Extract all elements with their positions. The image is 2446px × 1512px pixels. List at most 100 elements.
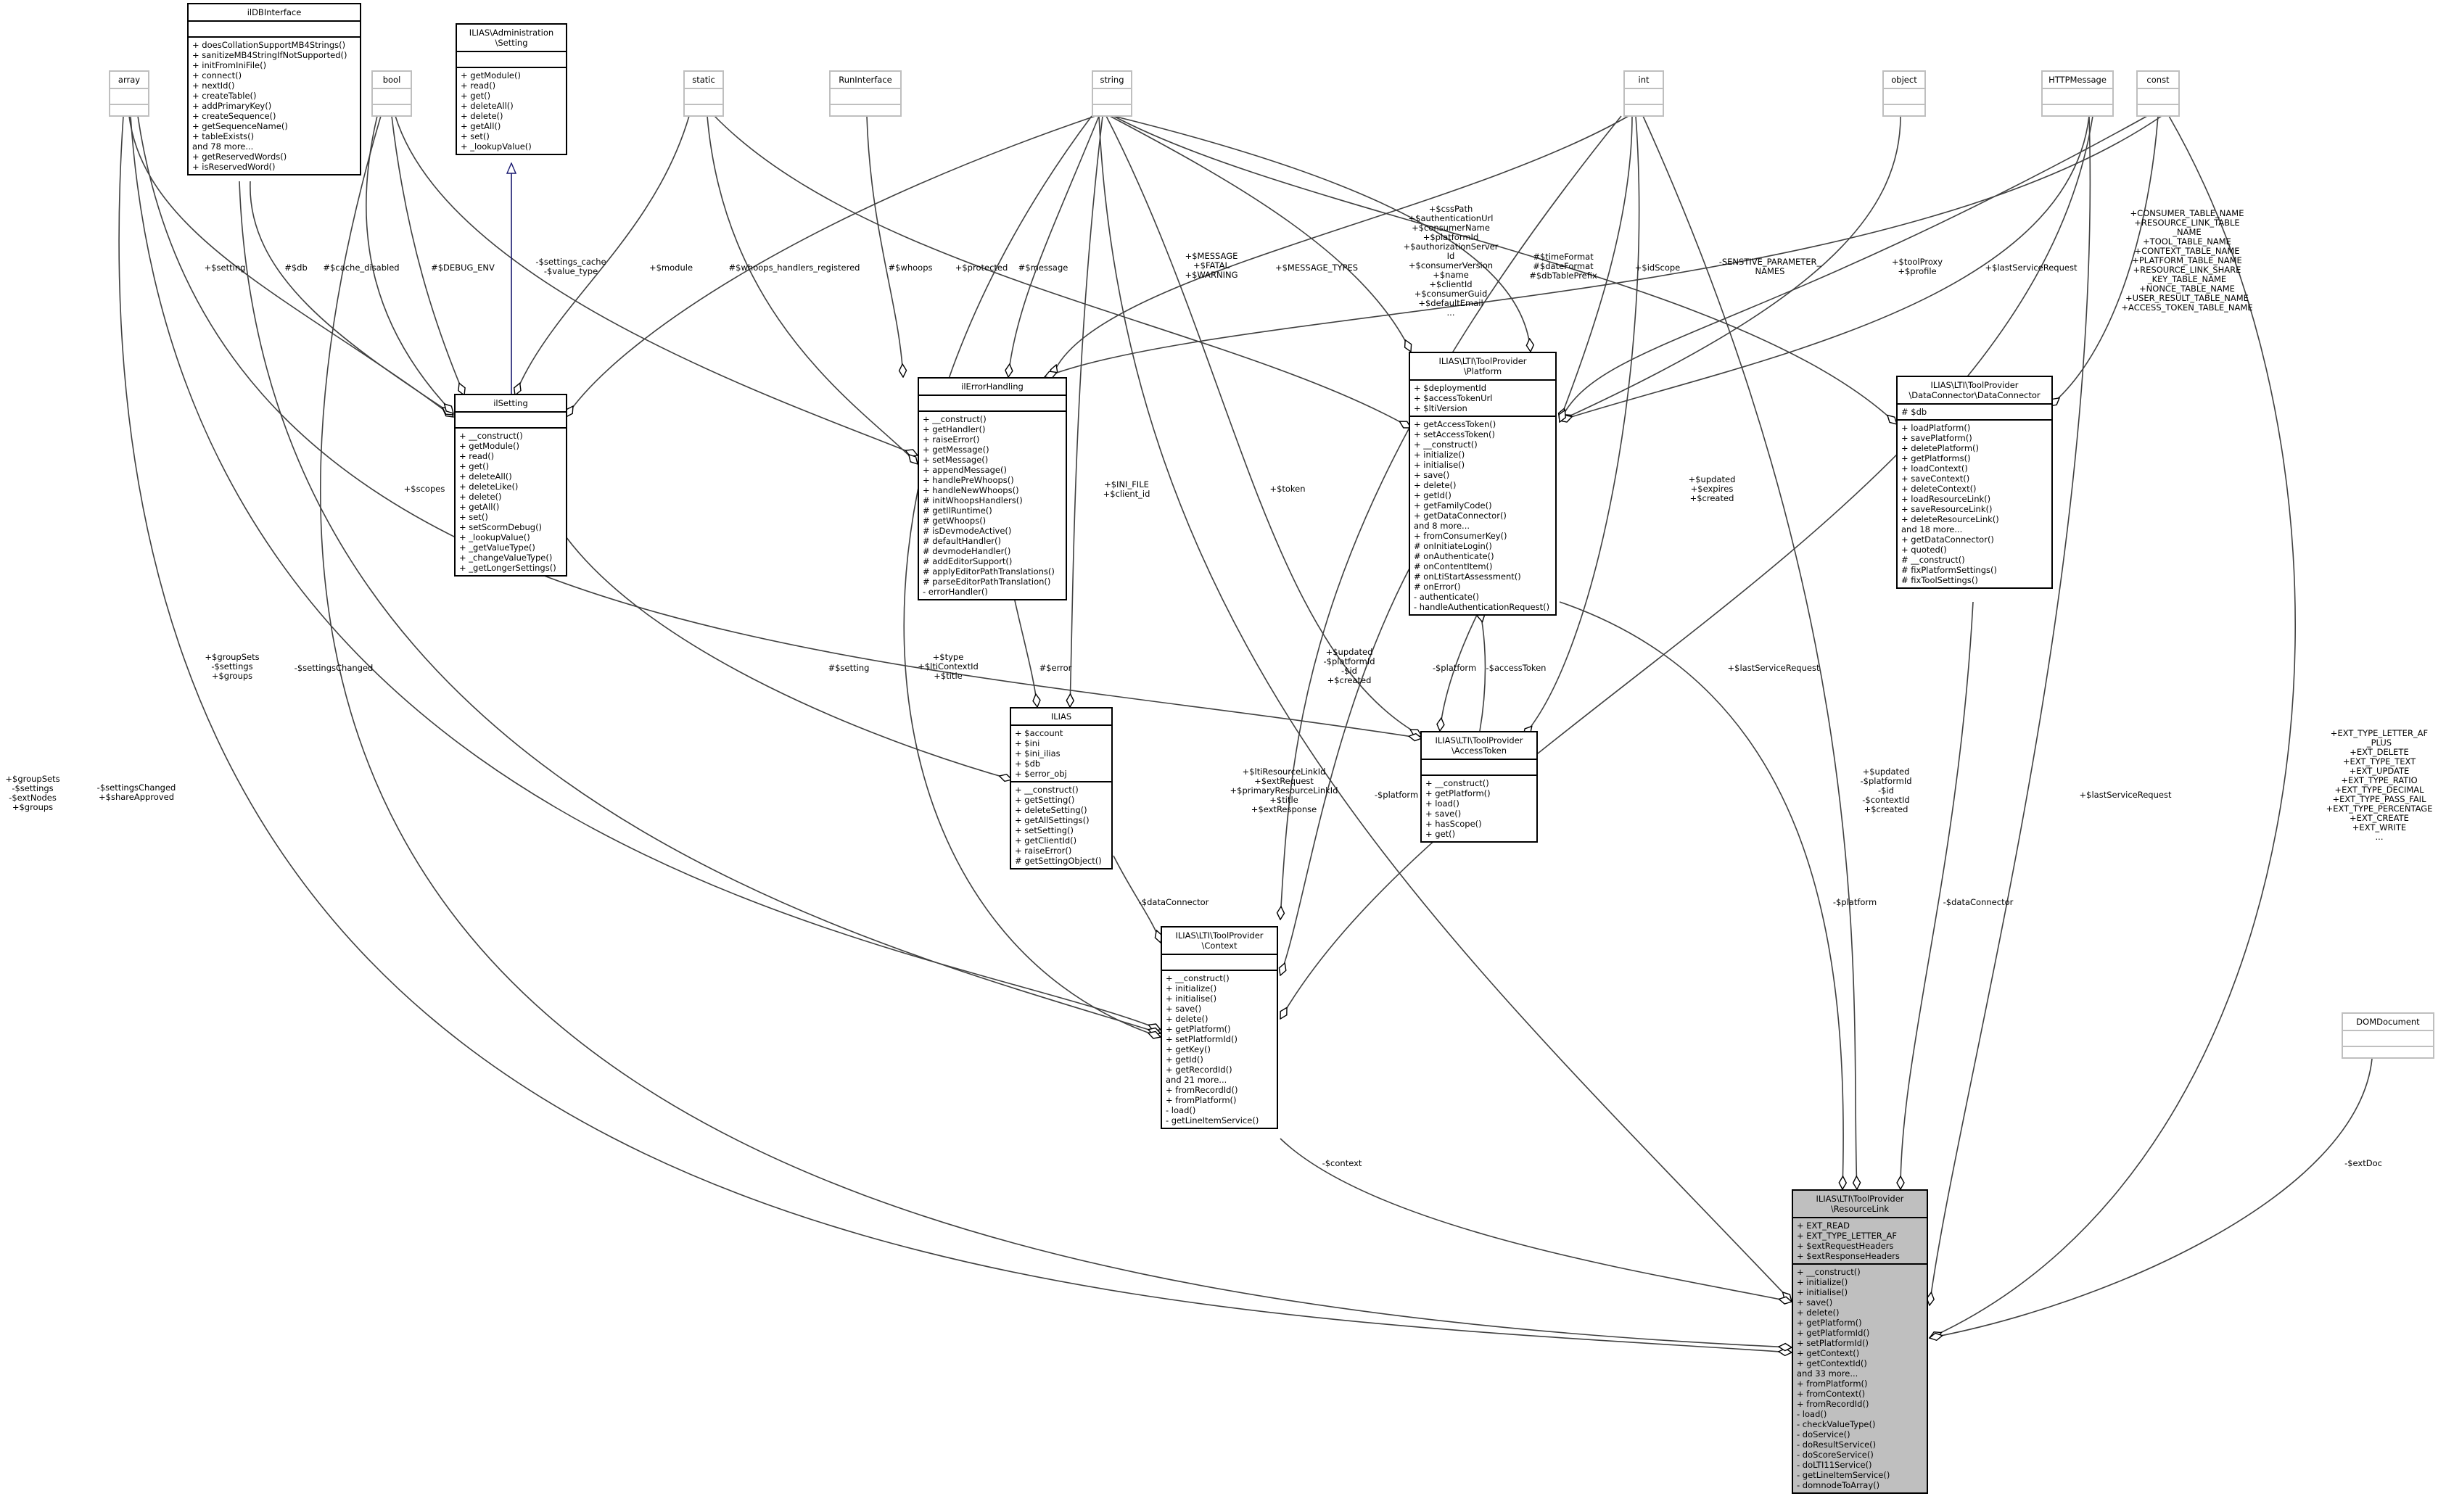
ops: + loadPlatform()+ savePlatform()+ delete… bbox=[1898, 421, 2051, 587]
member: + delete() bbox=[461, 111, 503, 121]
member: + loadPlatform() bbox=[1901, 423, 1971, 433]
member: - load() bbox=[1166, 1105, 1196, 1115]
label-rl-last-service: +$lastServiceRequest bbox=[2079, 790, 2172, 800]
label-sensitive: -SENSTIVE_PARAMETER_ NAMES bbox=[1718, 257, 1821, 276]
member: + initialise() bbox=[1166, 993, 1217, 1004]
edge-string-ilsetting bbox=[566, 115, 1096, 417]
class-array[interactable]: array bbox=[109, 70, 149, 117]
label-updated-expires: +$updated +$expires +$created bbox=[1688, 474, 1736, 503]
member: + handlePreWhoops() bbox=[923, 475, 1014, 485]
member: + getFamilyCode() bbox=[1414, 500, 1492, 511]
class-ilerrorhandling[interactable]: ilErrorHandling + __construct()+ getHand… bbox=[918, 377, 1067, 600]
member: + initialize() bbox=[1414, 450, 1465, 460]
member: + getSequenceName() bbox=[192, 121, 288, 131]
member: + initialize() bbox=[1166, 983, 1217, 993]
member: + _lookupValue() bbox=[461, 141, 532, 152]
member: + getContextId() bbox=[1797, 1358, 1867, 1368]
member: + getModule() bbox=[461, 70, 521, 80]
member: # __construct() bbox=[1901, 555, 1965, 565]
member: - checkValueType() bbox=[1797, 1419, 1876, 1429]
edge-bool-ilsetting-2 bbox=[391, 115, 464, 395]
class-string[interactable]: string bbox=[1092, 70, 1132, 117]
member: + setMessage() bbox=[923, 455, 989, 465]
label-settings-changed-mid: -$settingsChanged bbox=[294, 663, 374, 673]
class-const[interactable]: const bbox=[2136, 70, 2180, 117]
member: + save() bbox=[1797, 1297, 1833, 1307]
edge-array-context bbox=[130, 115, 1161, 1030]
member: + $extRequestHeaders bbox=[1797, 1241, 1894, 1251]
ops: + __construct()+ getPlatform()+ load()+ … bbox=[1422, 776, 1536, 841]
label-whoops: #$whoops bbox=[888, 263, 933, 273]
label-setting-hash: #$setting bbox=[828, 663, 870, 673]
class-ilias[interactable]: ILIAS + $account+ $ini+ $ini_ilias+ $db+… bbox=[1010, 707, 1113, 869]
label-scopes: +$scopes bbox=[403, 484, 445, 494]
edge-string-access bbox=[1105, 115, 1422, 736]
ops: + __construct()+ initialize()+ initialis… bbox=[1793, 1265, 1927, 1492]
member: + savePlatform() bbox=[1901, 433, 1972, 443]
member: + quoted() bbox=[1901, 545, 1947, 555]
member: + getPlatform() bbox=[1797, 1318, 1862, 1328]
label-platform-strings: +$cssPath +$authenticationUrl +$consumer… bbox=[1403, 204, 1499, 318]
label-cache-disabled: #$cache_disabled bbox=[323, 263, 400, 273]
ops: + doesCollationSupportMB4Strings()+ sani… bbox=[189, 38, 360, 174]
class-httpmessage[interactable]: HTTPMessage bbox=[2041, 70, 2114, 117]
edge-static-platform bbox=[714, 115, 1411, 428]
edge-dataconnector-resourcelink bbox=[1901, 601, 1974, 1189]
label-last-service-request-mid: +$lastServiceRequest bbox=[1727, 663, 1820, 673]
class-ildbinterface[interactable]: ilDBInterface + doesCollationSupportMB4S… bbox=[187, 3, 361, 175]
member: + save() bbox=[1425, 809, 1462, 819]
label-group-sets-left: +$groupSets -$settings -$extNodes +$grou… bbox=[5, 774, 60, 812]
label-ext-doc: -$extDoc bbox=[2344, 1158, 2382, 1168]
attrs: + EXT_READ+ EXT_TYPE_LETTER_AF+ $extRequ… bbox=[1793, 1218, 1927, 1265]
edge-int-resourcelink bbox=[1642, 115, 1857, 1189]
edge-httpmessage-platform bbox=[1560, 115, 2090, 421]
label-access-platform: -$platform bbox=[1432, 663, 1477, 673]
member: + $ini_ilias bbox=[1015, 748, 1061, 759]
class-resourcelink[interactable]: ILIAS\LTI\ToolProvider \ResourceLink + E… bbox=[1792, 1189, 1928, 1494]
member: + getReservedWords() bbox=[192, 152, 287, 162]
member: # addEditorSupport() bbox=[923, 556, 1013, 566]
member: + save() bbox=[1166, 1004, 1202, 1014]
label-const-names: +CONSUMER_TABLE_NAME +RESOURCE_LINK_TABL… bbox=[2121, 208, 2253, 313]
class-admin-setting[interactable]: ILIAS\Administration \Setting + getModul… bbox=[456, 23, 567, 155]
member: + get() bbox=[459, 461, 490, 471]
edge-runinterface-errorhandling bbox=[866, 115, 903, 377]
class-ilsetting[interactable]: ilSetting + __construct()+ getModule()+ … bbox=[454, 394, 567, 577]
class-context[interactable]: ILIAS\LTI\ToolProvider \Context + __cons… bbox=[1161, 926, 1278, 1129]
member: + getAccessToken() bbox=[1414, 419, 1496, 429]
edge-int-platform bbox=[1560, 115, 1633, 421]
label-last-service-request-top: +$lastServiceRequest bbox=[1985, 263, 2078, 273]
class-dataconnector[interactable]: ILIAS\LTI\ToolProvider \DataConnector\Da… bbox=[1896, 376, 2053, 589]
class-int[interactable]: int bbox=[1623, 70, 1664, 117]
member: + deleteSetting() bbox=[1015, 805, 1087, 815]
member: and 21 more... bbox=[1166, 1075, 1227, 1085]
class-static[interactable]: static bbox=[683, 70, 724, 117]
member: - authenticate() bbox=[1414, 592, 1479, 602]
edge-platform-context bbox=[1280, 565, 1412, 975]
member: + createTable() bbox=[192, 91, 257, 101]
class-accesstoken[interactable]: ILIAS\LTI\ToolProvider \AccessToken + __… bbox=[1420, 731, 1538, 843]
member: - doResultService() bbox=[1797, 1439, 1877, 1450]
member: + fromConsumerKey() bbox=[1414, 531, 1507, 541]
class-platform[interactable]: ILIAS\LTI\ToolProvider \Platform + $depl… bbox=[1409, 352, 1557, 616]
edge-int-access bbox=[1523, 115, 1640, 736]
member: + EXT_TYPE_LETTER_AF bbox=[1797, 1231, 1898, 1241]
label-rl-int: +$updated -$platformId -$id -$contextId … bbox=[1860, 767, 1912, 814]
class-domdocument[interactable]: DOMDocument bbox=[2342, 1012, 2434, 1059]
member: + _changeValueType() bbox=[459, 553, 553, 563]
member: + __construct() bbox=[923, 414, 987, 424]
member: # defaultHandler() bbox=[923, 536, 1002, 546]
label-module: +$module bbox=[648, 263, 693, 273]
member: + setSetting() bbox=[1015, 825, 1074, 835]
class-object[interactable]: object bbox=[1882, 70, 1926, 117]
member: + getKey() bbox=[1166, 1044, 1211, 1054]
member: + setPlatformId() bbox=[1797, 1338, 1869, 1348]
class-bool[interactable]: bool bbox=[371, 70, 412, 117]
member: + hasScope() bbox=[1425, 819, 1482, 829]
member: + fromContext() bbox=[1797, 1389, 1866, 1399]
ops: + __construct()+ initialize()+ initialis… bbox=[1162, 971, 1277, 1128]
edge-ilias-context bbox=[1113, 855, 1161, 943]
label-message-types: +$MESSAGE_TYPES bbox=[1275, 263, 1359, 273]
member: + doesCollationSupportMB4Strings() bbox=[192, 40, 346, 50]
class-runinterface[interactable]: RunInterface bbox=[829, 70, 902, 117]
